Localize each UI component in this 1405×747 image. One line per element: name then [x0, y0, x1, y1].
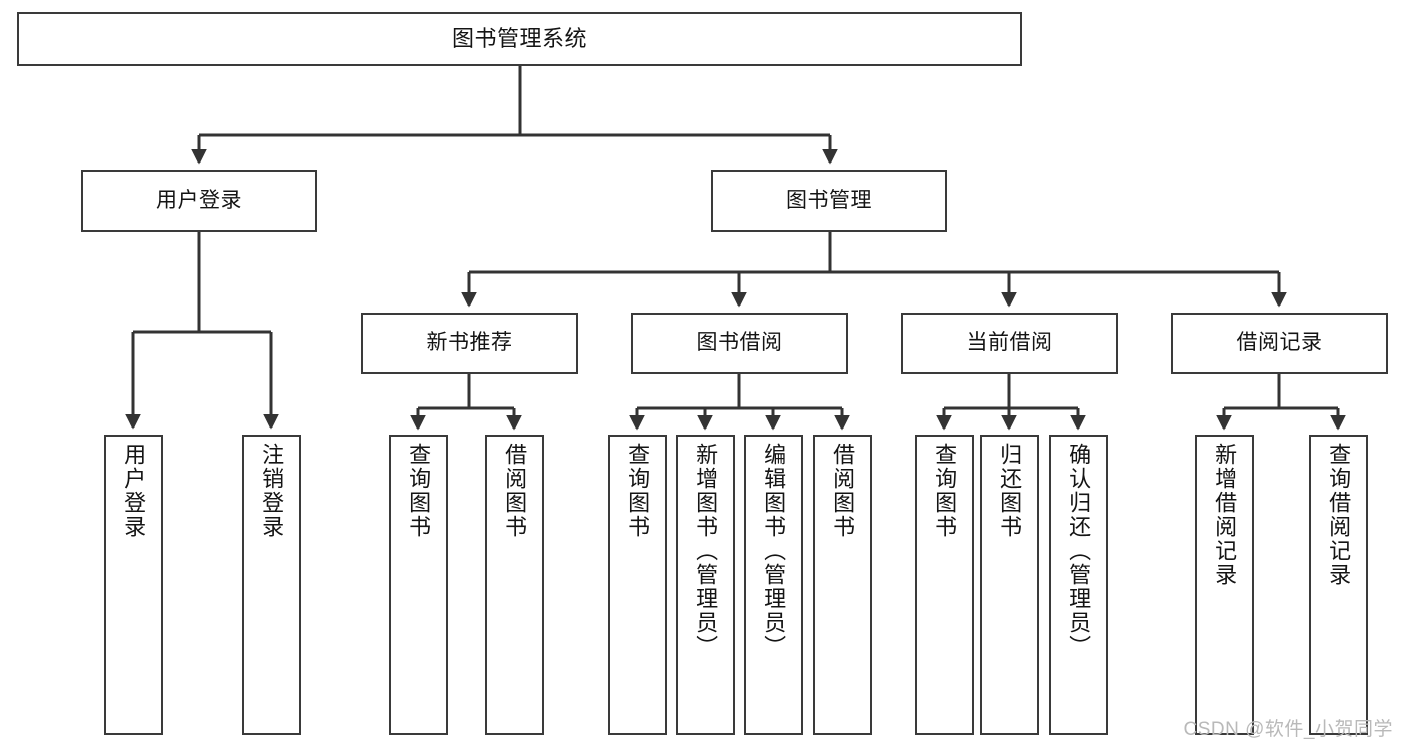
node-label: 借阅图书: [502, 443, 528, 539]
node-label: 查询借阅记录: [1326, 443, 1352, 587]
watermark-text: CSDN @软件_小贺同学: [1183, 719, 1393, 740]
node-label: 新增图书（管理员）: [693, 443, 719, 659]
node-label: 用户登录: [121, 443, 147, 539]
node-borrowing-records[interactable]: 借阅记录: [1171, 313, 1388, 374]
node-label: 查询图书: [932, 443, 958, 539]
node-book-borrowing[interactable]: 图书借阅: [631, 313, 848, 374]
node-label: 注销登录: [259, 443, 285, 539]
node-label: 当前借阅: [966, 331, 1053, 355]
node-user-login[interactable]: 用户登录: [81, 170, 317, 232]
leaf-borrow-edit-book-admin[interactable]: 编辑图书（管理员）: [744, 435, 803, 735]
node-label: 借阅图书: [830, 443, 856, 539]
leaf-current-query-books[interactable]: 查询图书: [915, 435, 974, 735]
leaf-current-confirm-return-admin[interactable]: 确认归还（管理员）: [1049, 435, 1108, 735]
leaf-user-login-logout[interactable]: 注销登录: [242, 435, 301, 735]
node-label: 图书管理: [786, 188, 872, 212]
leaf-new-book-query-books[interactable]: 查询图书: [389, 435, 448, 735]
node-label: 图书借阅: [696, 331, 783, 355]
node-label: 确认归还（管理员）: [1066, 443, 1092, 659]
leaf-new-book-borrow-books[interactable]: 借阅图书: [485, 435, 544, 735]
leaf-current-return-books[interactable]: 归还图书: [980, 435, 1039, 735]
leaf-borrow-borrow-books[interactable]: 借阅图书: [813, 435, 872, 735]
node-label: 新增借阅记录: [1212, 443, 1238, 587]
node-label: 图书管理系统: [451, 26, 587, 52]
leaf-user-login-login[interactable]: 用户登录: [104, 435, 163, 735]
node-label: 用户登录: [156, 188, 242, 212]
node-book-management[interactable]: 图书管理: [711, 170, 947, 232]
node-label: 新书推荐: [426, 331, 513, 355]
node-label: 编辑图书（管理员）: [761, 443, 787, 659]
leaf-borrow-query-books[interactable]: 查询图书: [608, 435, 667, 735]
node-label: 查询图书: [406, 443, 432, 539]
node-current-borrowing[interactable]: 当前借阅: [901, 313, 1118, 374]
node-label: 归还图书: [997, 443, 1023, 539]
leaf-borrow-add-book-admin[interactable]: 新增图书（管理员）: [676, 435, 735, 735]
node-new-book-recommendation[interactable]: 新书推荐: [361, 313, 578, 374]
node-root-book-management-system[interactable]: 图书管理系统: [17, 12, 1022, 66]
leaf-records-query-record[interactable]: 查询借阅记录: [1309, 435, 1368, 735]
node-label: 查询图书: [625, 443, 651, 539]
node-label: 借阅记录: [1236, 331, 1323, 355]
leaf-records-add-record[interactable]: 新增借阅记录: [1195, 435, 1254, 735]
